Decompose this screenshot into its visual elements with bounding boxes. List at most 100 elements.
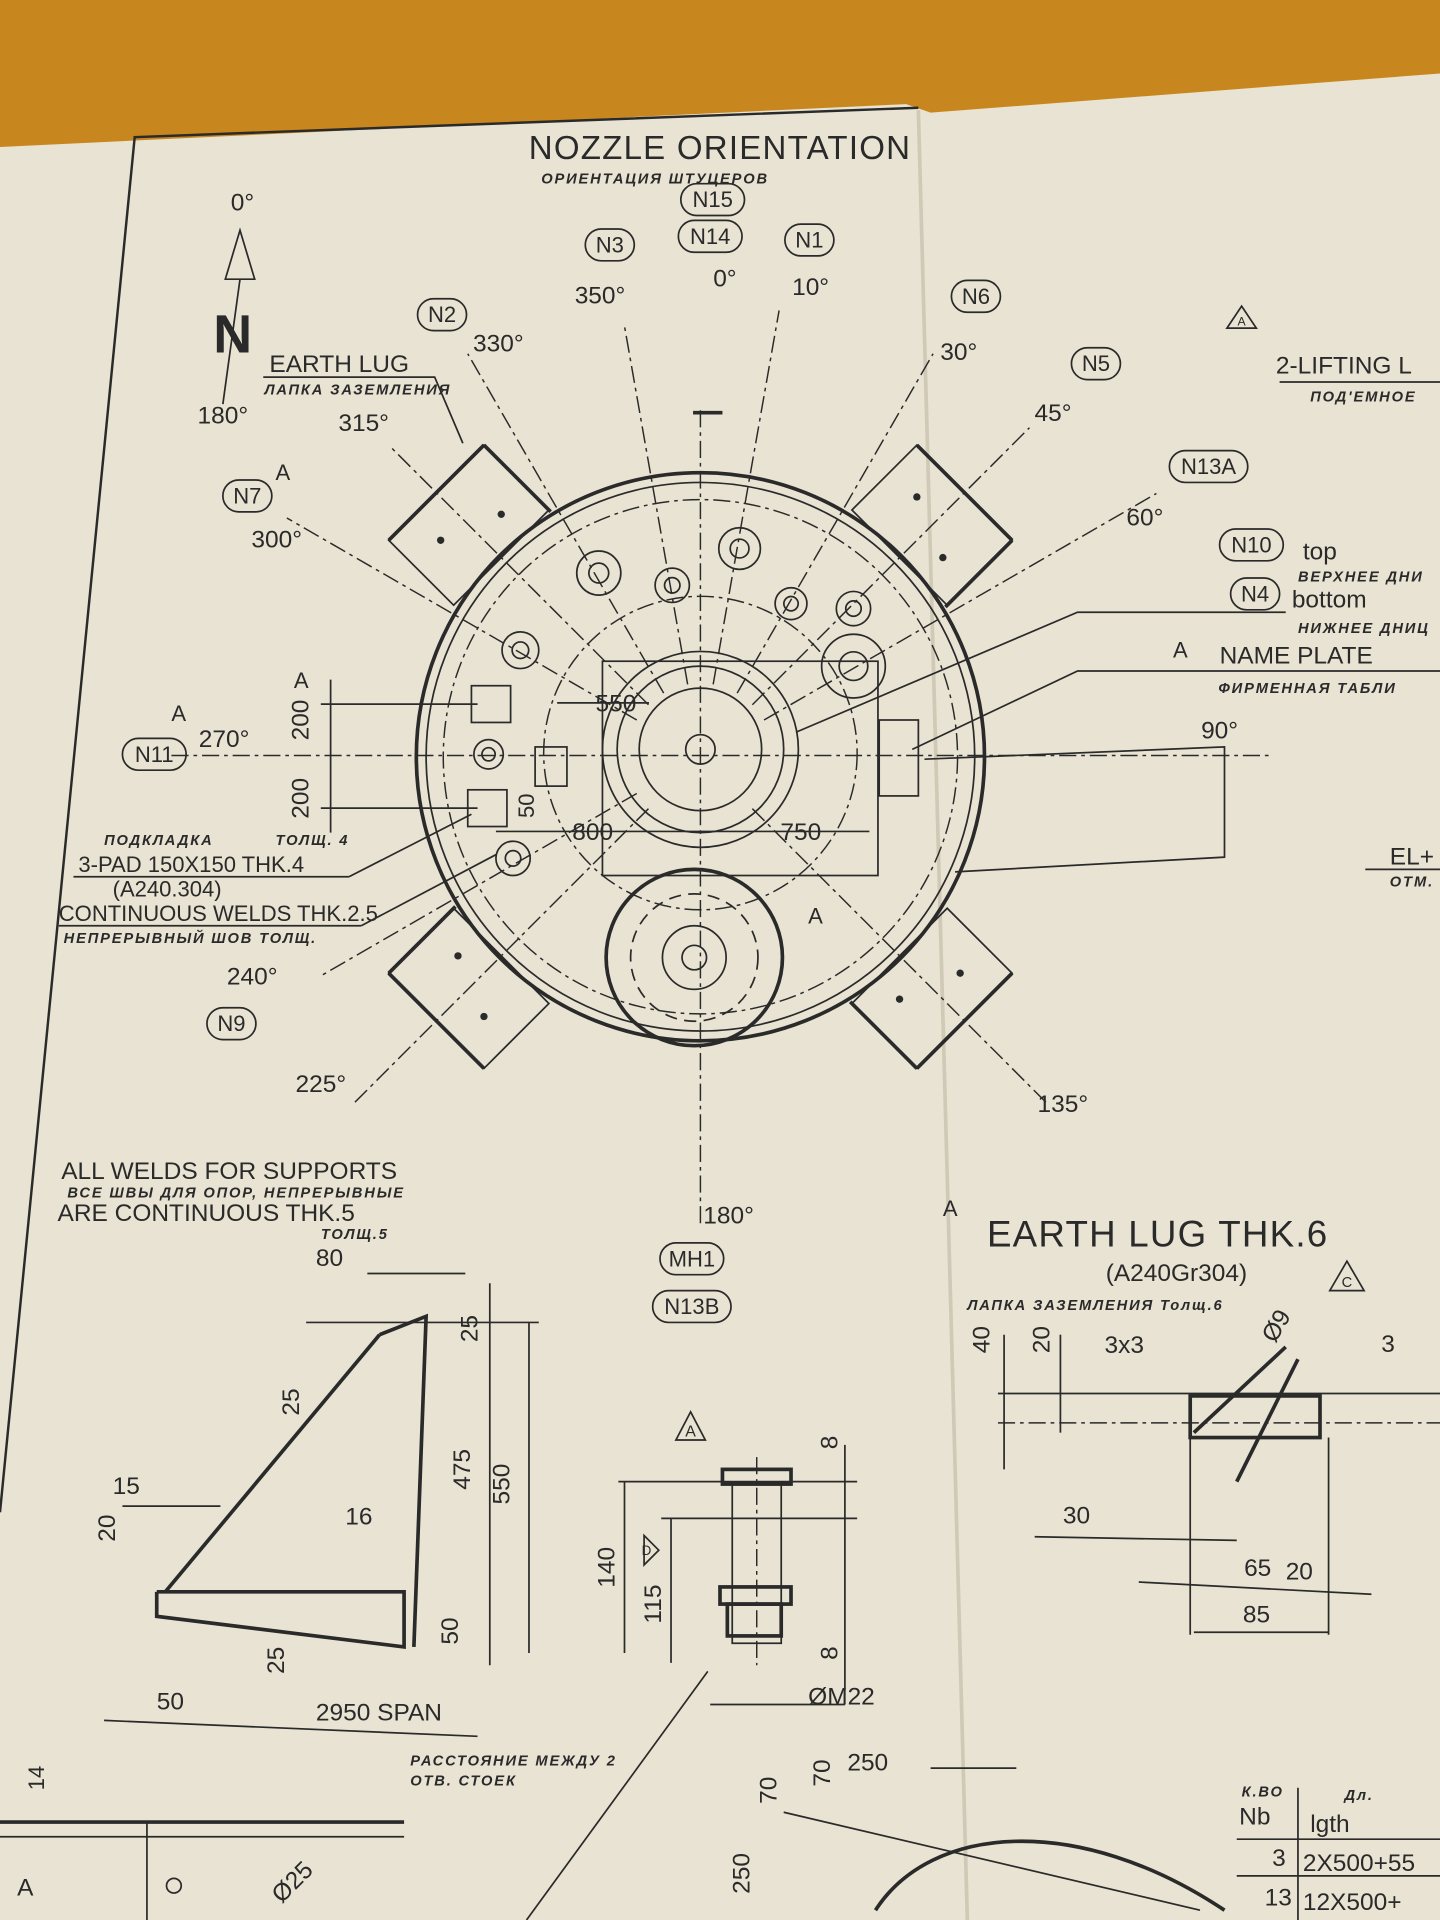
pad-note-ru-title: ПОДКЛАДКА xyxy=(104,833,213,849)
earth-lug-detail-ru: ЛАПКА ЗАЗЕМЛЕНИЯ Толщ.6 xyxy=(966,1298,1223,1314)
support-dim-50a: 50 xyxy=(437,1617,464,1644)
rev-mark-bottom: A xyxy=(17,1875,34,1902)
rev-mark-name-plate: A xyxy=(1173,638,1188,663)
nozzle-tag-label: N6 xyxy=(962,284,990,309)
n4-bottom-label: bottom xyxy=(1292,586,1367,613)
angle-label: 330° xyxy=(473,330,524,357)
welds-note-ru2: ТОЛЩ.5 xyxy=(321,1227,389,1243)
rev-mark-bolt: A xyxy=(685,1423,696,1440)
nozzle-tag-n14: N14 xyxy=(677,219,743,254)
nozzle-tag-n2: N2 xyxy=(416,297,468,332)
angle-label: 135° xyxy=(1038,1091,1089,1118)
welds-note-line1: ALL WELDS FOR SUPPORTS xyxy=(61,1158,397,1185)
welds-note-line2: ARE CONTINUOUS THK.5 xyxy=(58,1200,355,1227)
nozzle-hole xyxy=(495,840,532,877)
angle-label: 0° xyxy=(713,266,736,293)
nozzle-tag-n13b: N13B xyxy=(651,1289,732,1324)
rev-mark-earth-lug: A xyxy=(943,1196,958,1221)
bottom-dim-14: 14 xyxy=(24,1766,49,1791)
length-table: К.ВО Nb Дл. lgth 3 2X500+55 13 12X500+ xyxy=(1236,1784,1440,1920)
nozzle-tag-label: N13B xyxy=(664,1294,719,1319)
lug-dim-3: 3 xyxy=(1381,1331,1395,1358)
support-span-ru2: ОТВ. СТОЕК xyxy=(410,1773,517,1789)
pad-note-line1: 3-PAD 150X150 THK.4 xyxy=(78,852,304,877)
table-row-nb: 3 xyxy=(1272,1845,1286,1872)
nozzle-tag-n5: N5 xyxy=(1070,346,1122,381)
orientation-line xyxy=(763,492,1157,721)
earth-lug-ru: ЛАПКА ЗАЗЕМЛЕНИЯ xyxy=(263,382,451,398)
support-dim-25a: 25 xyxy=(457,1315,484,1342)
support-dim-50b: 50 xyxy=(157,1688,184,1715)
title: NOZZLE ORIENTATION xyxy=(529,130,912,167)
angle-label: 225° xyxy=(296,1071,347,1098)
orientation-line xyxy=(623,322,689,685)
nozzle-tag-label: N3 xyxy=(596,232,624,257)
rev-mark-d: D xyxy=(642,1543,652,1558)
nozzle-tag-label: N13A xyxy=(1181,454,1236,479)
nozzle-hole xyxy=(717,526,762,571)
nozzle-tag-label: N5 xyxy=(1082,351,1110,376)
dim-800: 800 xyxy=(572,819,613,846)
bolt-detail-drawing xyxy=(618,1444,858,1706)
angle-label: 90° xyxy=(1201,717,1238,744)
angle-label: 270° xyxy=(199,726,250,753)
table-row-lgth: 12X500+ xyxy=(1303,1889,1402,1916)
nozzle-tag-label: N7 xyxy=(233,483,261,508)
bottom-details-drawing xyxy=(0,1767,1226,1920)
vessel-plan-view xyxy=(171,310,1274,1225)
nozzle-hole xyxy=(835,590,872,627)
elevation-ru: ОТМ. xyxy=(1390,875,1434,891)
nozzle-tag-label: N1 xyxy=(795,228,823,253)
nozzle-hole xyxy=(774,586,808,621)
bolt-thread: ØM22 xyxy=(808,1683,875,1710)
angle-label: 300° xyxy=(251,526,302,553)
lifting-lug-label: 2-LIFTING L xyxy=(1276,352,1412,379)
n4-bottom-ru: НИЖНЕЕ ДНИЦ xyxy=(1298,621,1430,637)
nozzle-tag-label: N10 xyxy=(1231,532,1271,557)
rev-mark-a: A xyxy=(1238,315,1247,329)
lug-dim-3x3: 3x3 xyxy=(1104,1332,1143,1359)
north-top-angle: 0° xyxy=(231,190,254,217)
bolt-dim-8-bottom: 8 xyxy=(817,1646,844,1660)
support-dim-20: 20 xyxy=(94,1515,121,1542)
bolt-dim-8-top: 8 xyxy=(817,1436,844,1450)
nozzle-tag-label: N11 xyxy=(135,742,174,767)
nozzle-tag-n1: N1 xyxy=(784,223,835,257)
lug-dim-20b: 20 xyxy=(1286,1559,1313,1586)
earth-lug-label: EARTH LUG xyxy=(269,351,409,378)
support-detail-drawing xyxy=(104,1272,539,1738)
paper-sheet xyxy=(0,73,1440,1920)
table-col1-ru: К.ВО xyxy=(1242,1784,1284,1800)
orientation-line xyxy=(467,353,665,694)
nozzle-tag-n4: N4 xyxy=(1229,577,1281,611)
support-span: 2950 SPAN xyxy=(316,1699,442,1726)
table-col2-ru: Дл. xyxy=(1342,1788,1373,1804)
support-dim-15: 15 xyxy=(113,1473,140,1500)
nozzle-tag-mh1: MH1 xyxy=(659,1242,725,1276)
nozzle-tag-label: N14 xyxy=(690,224,730,249)
nozzle-tag-label: N2 xyxy=(428,302,456,327)
elevation-label: EL+ xyxy=(1390,843,1434,870)
name-plate-ru: ФИРМЕННАЯ ТАБЛИ xyxy=(1218,681,1396,697)
north-bottom-angle: 180° xyxy=(198,403,249,430)
earth-lug-detail-title: EARTH LUG THK.6 xyxy=(987,1214,1328,1255)
nozzle-tag-n15: N15 xyxy=(679,182,746,217)
orientation-line xyxy=(751,808,1048,1104)
nozzle-tag-n10: N10 xyxy=(1218,528,1285,562)
rev-mark-mh: A xyxy=(808,903,823,928)
nozzle-tag-n13a: N13A xyxy=(1168,449,1249,484)
orientation-line xyxy=(751,427,1030,706)
nozzle-hole xyxy=(820,633,887,699)
support-dim-25c: 25 xyxy=(263,1647,290,1674)
dim-200-lower: 200 xyxy=(288,778,315,819)
drawing-frame xyxy=(0,106,919,1513)
name-plate-label: NAME PLATE xyxy=(1220,643,1373,670)
nozzle-hole xyxy=(473,738,505,770)
pad-note-ru-thk: ТОЛЩ. 4 xyxy=(276,833,350,849)
bottom-dim-250b: 250 xyxy=(728,1853,755,1894)
table-col1: Nb xyxy=(1239,1803,1270,1830)
nozzle-hole xyxy=(654,567,691,604)
nozzle-tag-label: N9 xyxy=(217,1011,245,1036)
bottom-dim-250a: 250 xyxy=(847,1750,888,1777)
